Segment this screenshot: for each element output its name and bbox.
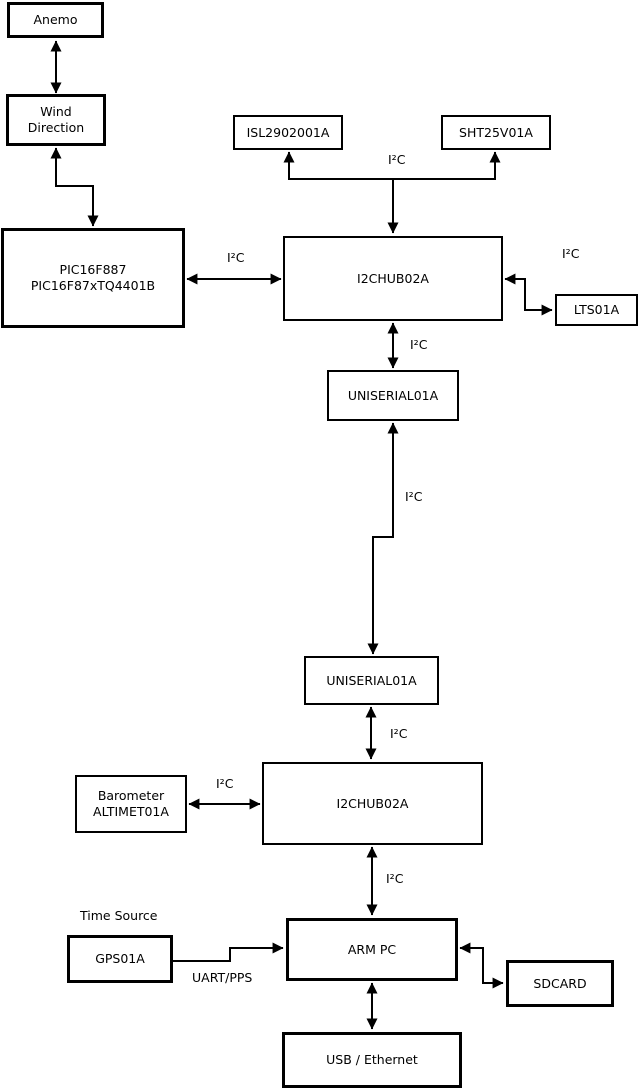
box-wind-direction: Wind Direction	[6, 94, 106, 146]
box-lts01a: LTS01A	[555, 294, 638, 326]
box-usb-ethernet: USB / Ethernet	[282, 1032, 462, 1088]
box-isl2902001a: ISL2902001A	[233, 115, 343, 150]
box-arm-pc: ARM PC	[286, 918, 458, 981]
label-i2c-barometer-hub2: I²C	[216, 776, 234, 791]
box-uniserial-2: UNISERIAL01A	[304, 656, 439, 705]
label-uart-pps: UART/PPS	[192, 970, 253, 985]
box-uniserial-1: UNISERIAL01A	[327, 370, 459, 421]
label-i2c-hub1-lts: I²C	[562, 246, 580, 261]
connector-uniserial1-uniserial2	[367, 422, 399, 655]
connector-hub1-lts	[504, 273, 553, 316]
label-time-source: Time Source	[80, 908, 158, 923]
label-i2c-uniserial-link: I²C	[405, 489, 423, 504]
label-i2c-sensor-branch: I²C	[388, 152, 406, 167]
box-sht25v01a: SHT25V01A	[441, 115, 551, 150]
box-sdcard: SDCARD	[506, 960, 614, 1007]
box-barometer-altimet01a: Barometer ALTIMET01A	[75, 775, 187, 833]
label-i2c-pic-hub1: I²C	[227, 250, 245, 265]
connector-winddirection-pic	[50, 147, 99, 227]
box-gps01a: GPS01A	[67, 935, 173, 983]
label-i2c-hub1-uniserial1: I²C	[410, 337, 428, 352]
box-i2c-hub-1: I2CHUB02A	[283, 236, 503, 321]
label-i2c-uniserial2-hub2: I²C	[390, 726, 408, 741]
box-pic-microcontroller: PIC16F887 PIC16F87xTQ4401B	[1, 228, 185, 328]
connector-branch-isl-sht	[283, 151, 501, 180]
connector-armpc-sdcard	[459, 942, 504, 989]
label-i2c-hub2-armpc: I²C	[386, 871, 404, 886]
box-i2c-hub-2: I2CHUB02A	[262, 762, 483, 845]
box-anemometer: Anemo	[7, 2, 104, 38]
connector-gps-armpc	[173, 942, 284, 962]
